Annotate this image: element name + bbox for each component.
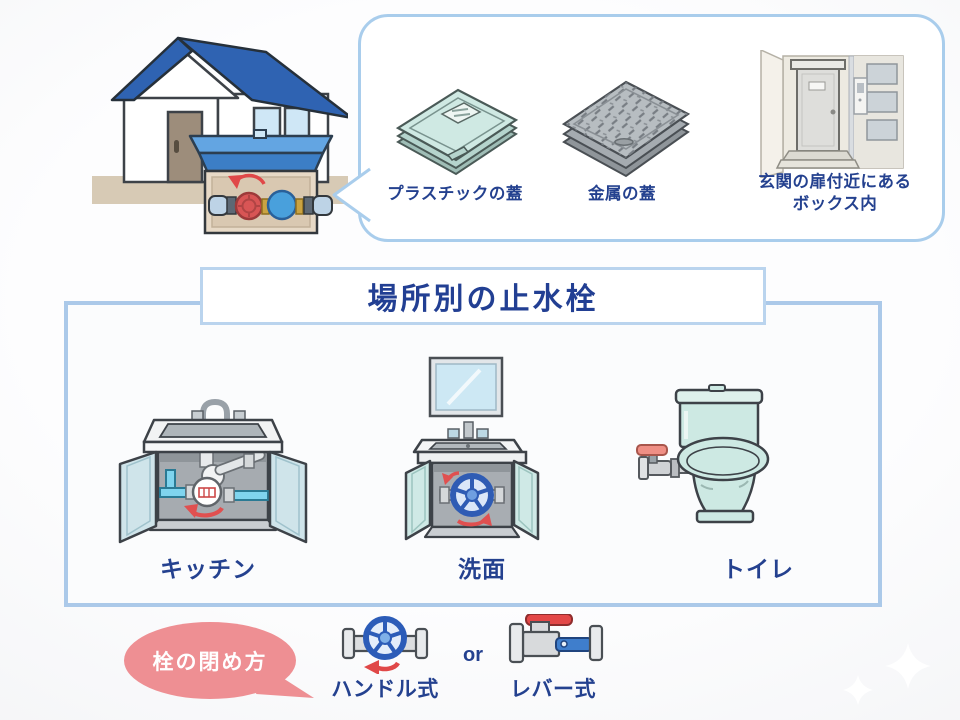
entrance-box-label: 玄関の扉付近にある ボックス内 [758,173,912,213]
or-separator: or [463,644,483,666]
callout-pointer [330,166,372,224]
house-illustration [68,24,348,239]
metal-lid-label: 金属の蓋 [588,185,656,203]
water-meter-box [188,129,334,235]
entrance-box-illustration [755,50,910,178]
kitchen-sink-illustration [100,394,325,554]
handle-valve-icon [340,612,430,674]
bubble-tail [252,664,318,706]
how-to-close-label: 栓の閉め方 [152,650,268,674]
locations-title: 場所別の止水栓 [367,283,599,316]
plastic-lid-label: プラスチックの蓋 [387,185,523,203]
washbasin-label: 洗面 [458,556,506,582]
shutoff-valve-red [234,191,264,221]
washbasin-illustration [398,356,543,552]
lever-type-label: レバー式 [510,678,596,701]
metal-lid-illustration [548,70,698,188]
kitchen-label: キッチン [160,556,256,582]
toilet-illustration [635,381,790,539]
water-meter [266,189,298,221]
plastic-lid-illustration [386,76,526,188]
sparkle-icon [830,640,950,720]
locations-title-box: 場所別の止水栓 [200,267,766,325]
lever-valve-icon [506,614,606,670]
handle-type-label: ハンドル式 [331,678,439,701]
toilet-label: トイレ [722,556,794,582]
